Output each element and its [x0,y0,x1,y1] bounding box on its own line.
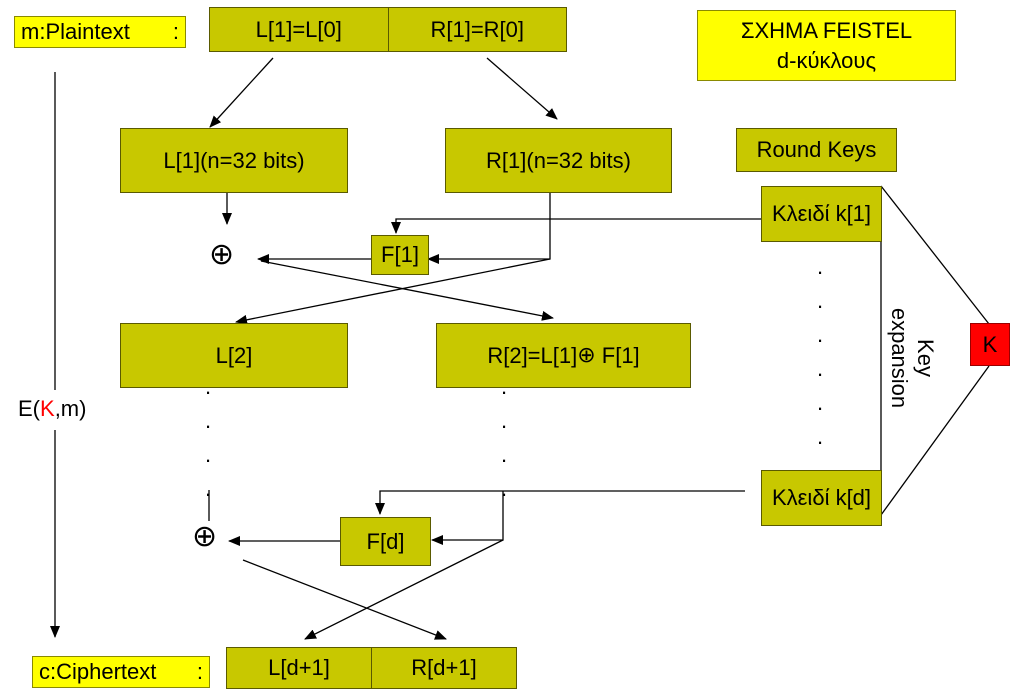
plaintext-box: m:Plaintext : [14,16,186,48]
r2-box: R[2]=L[1]⊕ F[1] [436,323,691,388]
arrow-l0-l1 [209,57,274,128]
arrow-r1-f1 [427,193,551,264]
f1-box: F[1] [371,235,429,275]
k-to-kd-line [880,365,990,516]
r1-box: R[1](n=32 bits) [445,128,672,193]
master-key-box: K [970,323,1010,366]
xor-round-d: ⊕ [192,519,218,554]
l2-box: L[2] [120,323,348,388]
plaintext-colon: : [172,19,179,44]
plaintext-label: m:Plaintext [21,19,130,44]
k-to-k1-line [880,185,990,325]
arrow-r0-r1 [486,57,558,120]
ciphertext-label: c:Ciphertext [39,659,157,684]
initial-left-half: L[1]=L[0] [255,16,342,42]
title-line1: ΣΧΗΜΑ FEISTEL [740,17,913,43]
final-halves-box: L[d+1] R[d+1] [226,647,517,689]
key-kd-box: Κλειδί k[d] [761,470,882,526]
arrow-kd-fd [375,490,745,515]
arrow-r-ld1 [304,539,504,640]
key-expansion-label: Key expansion [884,288,940,428]
r2-suffix: F[1] [595,342,640,368]
final-left-half: L[d+1] [268,655,330,680]
r2-xor-symbol: ⊕ [577,343,596,368]
fd-box: F[d] [340,517,431,566]
key-expansion-line2: expansion [887,307,912,409]
key-k1-box: Κλειδί k[1] [761,186,882,242]
arrow-r-fd [431,491,504,545]
encryption-key: K [40,396,55,421]
ciphertext-colon: : [196,659,203,684]
title-line2: d-κύκλους [776,47,877,73]
final-right-half: R[d+1] [371,648,516,688]
round-keys-label: Round Keys [736,128,897,172]
initial-halves-box: L[1]=L[0] R[1]=R[0] [209,7,567,52]
arrow-r1-l2 [235,258,551,325]
ciphertext-box: c:Ciphertext : [32,656,210,688]
key-dots: ...... [816,254,824,449]
arrow-xor-rd1 [242,559,447,640]
left-dots: .... [204,374,212,501]
key-expansion-line1: Key [913,339,938,377]
diagram-title: ΣΧΗΜΑ FEISTEL d-κύκλους [697,10,956,81]
l1-box: L[1](n=32 bits) [120,128,348,193]
xor-round-1: ⊕ [209,237,235,272]
arrow-xor-r2 [260,260,554,321]
arrow-k1-f1 [391,218,762,234]
right-dots: .... [500,374,508,501]
initial-right-half: R[1]=R[0] [387,8,567,51]
encryption-label: E(K,m) [18,396,87,421]
r2-prefix: R[2]=L[1] [487,342,578,368]
